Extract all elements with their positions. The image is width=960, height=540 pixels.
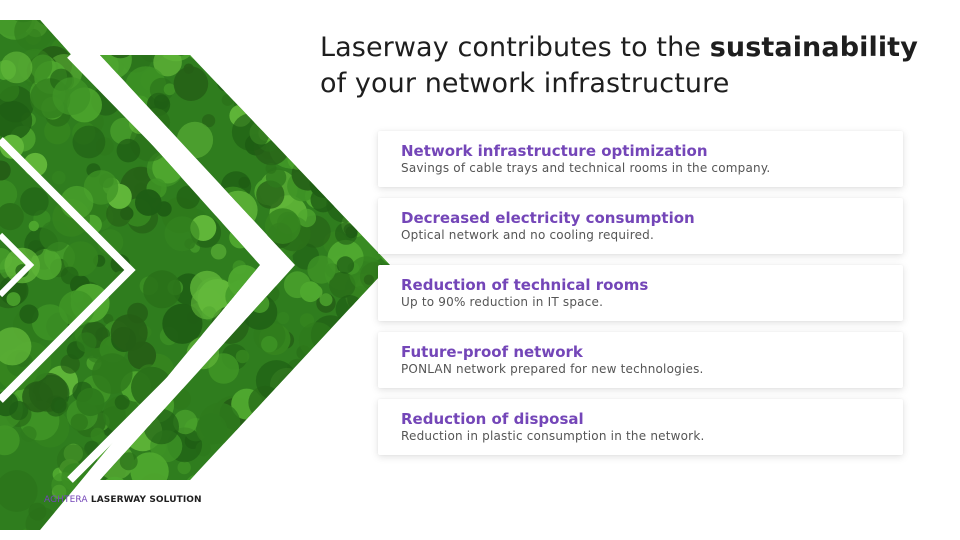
benefit-card-future-proof: Future-proof network PONLAN network prep… — [378, 332, 903, 388]
benefit-card-technical-rooms: Reduction of technical rooms Up to 90% r… — [378, 265, 903, 321]
benefit-list: Network infrastructure optimization Savi… — [378, 131, 903, 466]
forest-image — [0, 20, 390, 530]
page-title: Laserway contributes to the sustainabili… — [320, 30, 940, 102]
benefit-card-disposal: Reduction of disposal Reduction in plast… — [378, 399, 903, 455]
brand-name: AGHTERA — [44, 495, 88, 505]
benefit-title: Reduction of technical rooms — [401, 276, 649, 294]
benefit-card-network-optimization: Network infrastructure optimization Savi… — [378, 131, 903, 187]
benefit-description: Savings of cable trays and technical roo… — [401, 161, 771, 175]
benefit-card-electricity: Decreased electricity consumption Optica… — [378, 198, 903, 254]
benefit-description: Up to 90% reduction in IT space. — [401, 295, 604, 309]
benefit-title: Reduction of disposal — [401, 410, 584, 428]
brand-footer: AGHTERA LASERWAY SOLUTION — [44, 495, 202, 505]
title-prefix: Laserway contributes to the — [320, 32, 710, 63]
benefit-title: Future-proof network — [401, 343, 583, 361]
benefit-description: Reduction in plastic consumption in the … — [401, 429, 705, 443]
title-highlight: sustainability — [709, 32, 918, 63]
benefit-title: Decreased electricity consumption — [401, 209, 695, 227]
benefit-title: Network infrastructure optimization — [401, 142, 708, 160]
title-suffix: of your network infrastructure — [320, 68, 730, 99]
benefit-description: PONLAN network prepared for new technolo… — [401, 362, 704, 376]
brand-solution: LASERWAY SOLUTION — [87, 495, 202, 505]
benefit-description: Optical network and no cooling required. — [401, 228, 654, 242]
